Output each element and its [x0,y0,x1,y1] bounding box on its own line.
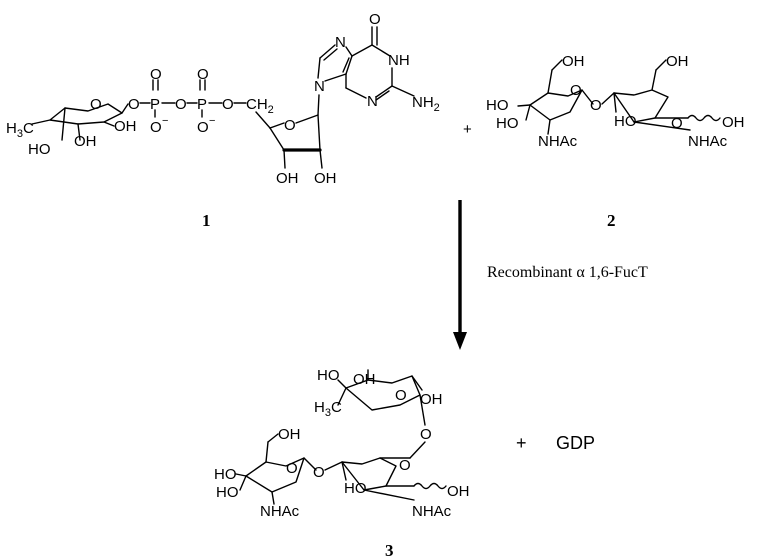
fucosidic-oxygen: O [420,426,432,443]
ring-oxygen: O [90,96,102,113]
ring1-nhac: NHAc [538,133,578,150]
product-fucose-c2-oh: OH [420,391,443,408]
methyl-h3c: H3C [6,120,34,140]
compound-2-label: 2 [607,211,616,230]
guanine-n9: N [314,78,325,95]
product-ring1-c4-ho: HO [214,466,237,483]
ring2-nhac: NHAc [688,133,728,150]
bridge-o1: O [128,96,140,113]
product-fucose-ring [345,375,421,411]
compound-3-structure: O HO OH OH H3C O O OH HO HO NHAc O O HO [214,367,470,520]
product-glycosidic-oxygen: O [313,464,325,481]
ring1-c6-oh: OH [562,53,585,70]
byproduct-gdp: GDP [556,433,595,453]
guanine-nh2: NH2 [412,94,440,114]
ch2-group: CH2 [246,96,274,116]
guanine-n3: N [367,93,378,110]
ring2-c3-ho: HO [614,113,637,130]
arrow-head [453,332,467,350]
compound-1-structure: H3C O OH OH HO O P O O − O P O O − O CH2… [6,11,440,187]
product-ring1-oxygen: O [286,460,298,477]
product-methyl-h3c: H3C [314,399,342,419]
ring2-anomeric-oh: OH [722,114,745,131]
c4-oh-bond [61,107,66,141]
compound-2-structure: O OH HO HO NHAc O O OH HO OH NHAc [486,53,745,150]
product-ring1-nhac: NHAc [260,503,300,520]
product-ring2-oxygen: O [399,457,411,474]
fucose-c3-oh: OH [74,133,97,150]
product-ring2-nhac: NHAc [412,503,452,520]
glycosidic-oxygen: O [590,97,602,114]
p1-oxo-o: O [150,66,162,83]
product-ring1-c6-oh: OH [278,426,301,443]
bridge-o3: O [222,96,234,113]
compound-3-label: 3 [385,541,394,560]
p2-oxide-o: O [197,119,209,136]
phosphorus-2: P [197,96,207,113]
ribose-c2-oh: OH [314,170,337,187]
p1-charge: − [162,115,168,127]
anomeric-bond [121,103,129,114]
guanine-oxo: O [369,11,381,28]
guanine-n1-h: NH [388,52,410,69]
ring2-c6-oh: OH [666,53,689,70]
product-ring1-c3-ho: HO [216,484,239,501]
c3-oh-bond [77,123,81,141]
plus-sign-top: + [463,121,472,138]
bridge-o2: O [175,96,187,113]
guanine-n7: N [335,34,346,51]
p2-charge: − [209,115,215,127]
reaction-arrow [453,200,467,350]
ring2-oxygen: O [671,115,683,132]
product-ring2-c3-ho: HO [344,480,367,497]
product-fucose-oxygen: O [395,387,407,404]
fucose-c2-oh: OH [114,118,137,135]
phosphorus-1: P [150,96,160,113]
product-fucose-c3-oh: OH [353,371,376,388]
ring1-c4-ho: HO [486,97,509,114]
methyl-bond [31,119,51,125]
product-ring2-anomeric-oh: OH [447,483,470,500]
ring1-c3-ho: HO [496,115,519,132]
reaction-condition: Recombinant α 1,6-FucT [487,264,648,281]
p2-oxo-o: O [197,66,209,83]
product-fucose-c4-ho: HO [317,367,340,384]
anomeric-wavy-bond [687,114,721,122]
p1-oxide-o: O [150,119,162,136]
fucose-c4-ho: HO [28,141,51,158]
ribose-c3-oh: OH [276,170,299,187]
ribose-oxygen: O [284,117,296,134]
c2-oh-bond [103,121,115,127]
ring1-oxygen: O [570,82,582,99]
product-anomeric-wavy-bond [413,482,447,490]
plus-sign-bottom: + [516,433,527,453]
compound-1-label: 1 [202,211,211,230]
fucose-ring [49,103,123,125]
